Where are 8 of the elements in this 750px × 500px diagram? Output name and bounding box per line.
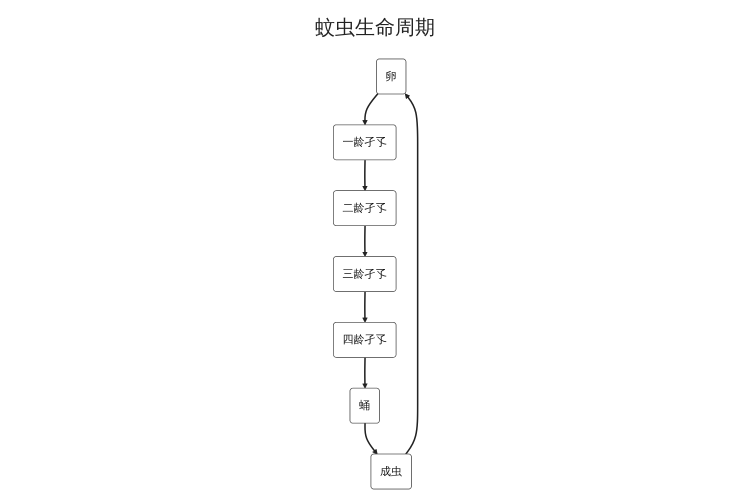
arrow (362, 160, 368, 191)
diagram-title: 蚊虫生命周期 (315, 14, 435, 41)
arrow (362, 92, 378, 125)
arrow (362, 291, 368, 322)
arrow (362, 357, 368, 388)
arrow (364, 423, 378, 454)
arrow (362, 225, 368, 257)
arrow (404, 92, 418, 454)
